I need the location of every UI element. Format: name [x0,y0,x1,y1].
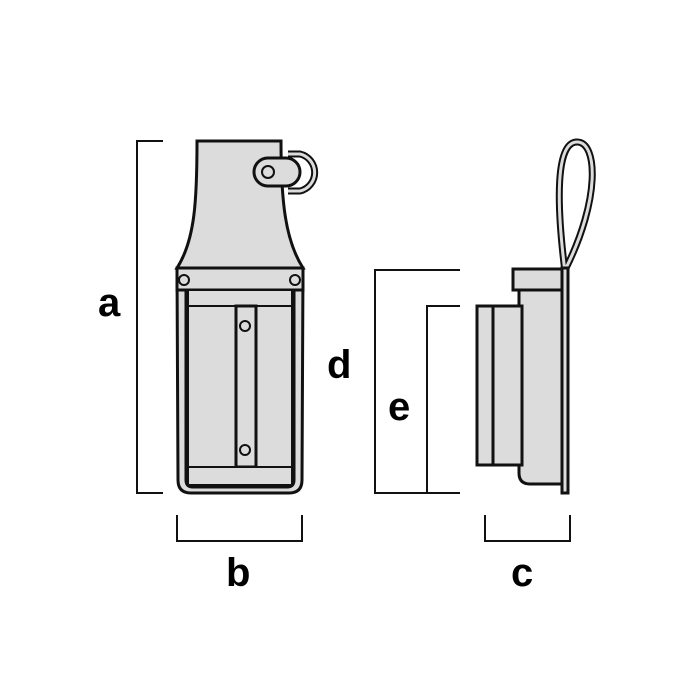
label-c: c [511,551,533,595]
dimension-c [484,515,571,542]
strap-rivet-bottom [239,444,251,456]
dimension-a [136,140,163,494]
hanger-tab [252,156,302,188]
rivet-right [289,274,301,286]
pocket-right [255,305,293,468]
upper-strip [187,289,293,307]
side-pocket-outer [475,304,495,467]
label-a: a [98,281,121,325]
side-body [517,288,564,486]
dimension-d [374,269,460,494]
rivet-left [178,274,190,286]
strap-rivet-top [239,320,251,332]
top-band [175,266,305,292]
side-top-cap [511,267,564,292]
dimension-e [426,305,460,493]
d-ring [288,150,319,195]
label-d: d [327,343,351,387]
dimension-b [176,515,303,542]
front-view [174,139,319,495]
label-e: e [388,385,410,429]
pocket-left [187,305,237,468]
label-b: b [226,551,250,595]
side-strap [560,266,570,495]
side-view [475,138,596,495]
bottom-strip [187,466,293,486]
side-pocket-inner [491,304,524,467]
